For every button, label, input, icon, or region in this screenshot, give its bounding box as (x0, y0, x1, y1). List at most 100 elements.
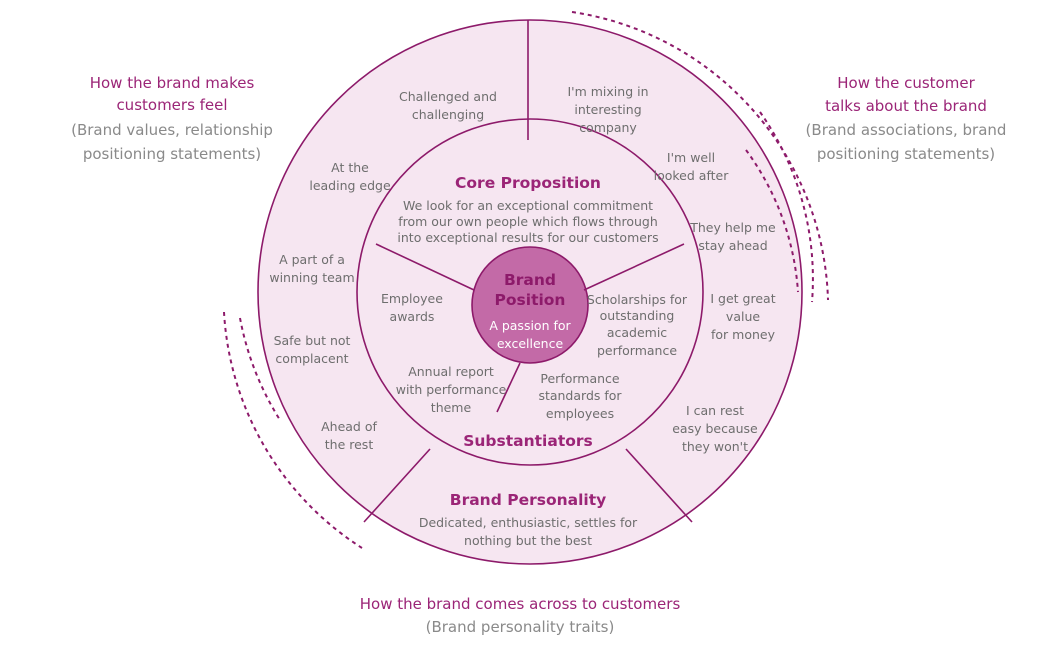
value-line: Annual report (408, 364, 494, 379)
svg-text:Scholarships for: Scholarships for (587, 292, 688, 307)
value-line: Dedicated, enthusiastic, settles for (419, 515, 638, 530)
value-line: Ahead of (321, 419, 377, 434)
brand-personality: Brand Personality Dedicated, enthusiasti… (419, 491, 638, 548)
value-line: performance (597, 343, 677, 358)
svg-text:performance: performance (597, 343, 677, 358)
svg-text:Challenged and: Challenged and (399, 89, 497, 104)
svg-text:standards for: standards for (538, 388, 622, 403)
value-line: looked after (654, 168, 730, 183)
value-line: interesting (574, 102, 641, 117)
svg-text:Brand Personality: Brand Personality (450, 491, 606, 509)
svg-text:interesting: interesting (574, 102, 641, 117)
svg-text:(Brand associations, brand: (Brand associations, brand (806, 121, 1007, 139)
value-line: standards for (538, 388, 622, 403)
svg-text:theme: theme (431, 400, 472, 415)
core-proposition-title: Core Proposition (455, 174, 601, 192)
caption-top-left: How the brand makes customers feel (Bran… (71, 74, 273, 163)
substantiators-title: Substantiators (463, 432, 593, 450)
substantiators: Employee awards Scholarships for outstan… (381, 291, 688, 450)
svg-text:How the brand comes across to: How the brand comes across to customers (360, 595, 681, 613)
svg-text:Dedicated, enthusiastic, settl: Dedicated, enthusiastic, settles for (419, 515, 638, 530)
dashed-arc-bottom-left-middle (239, 317, 281, 421)
svg-text:A passion for: A passion for (489, 318, 571, 333)
svg-text:awards: awards (390, 309, 435, 324)
svg-text:Performance: Performance (540, 371, 620, 386)
svg-text:positioning statements): positioning statements) (83, 145, 261, 163)
value-line: employees (546, 406, 614, 421)
svg-text:A part of a: A part of a (279, 252, 345, 267)
brand-position-sub: excellence (497, 336, 564, 351)
svg-text:they won't: they won't (682, 439, 748, 454)
value-line: Performance (540, 371, 620, 386)
value-line: We look for an exceptional commitment (403, 198, 653, 213)
value-line: Scholarships for (587, 292, 688, 307)
value-line: I'm well (667, 150, 715, 165)
svg-text:Substantiators: Substantiators (463, 432, 593, 450)
value-line: for money (711, 327, 776, 342)
svg-text:Ahead of: Ahead of (321, 419, 377, 434)
caption-line: positioning statements) (83, 145, 261, 163)
svg-text:Employee: Employee (381, 291, 443, 306)
brand-position: Brand Position A passion for excellence (489, 271, 571, 351)
value-line: with performance (396, 382, 507, 397)
svg-text:looked after: looked after (654, 168, 730, 183)
outer-right-items: I'm mixing in interesting company I'm we… (567, 84, 776, 454)
svg-text:winning team: winning team (269, 270, 354, 285)
value-line: At the (331, 160, 369, 175)
svg-text:employees: employees (546, 406, 614, 421)
svg-text:company: company (579, 120, 637, 135)
value-line: Safe but not (274, 333, 351, 348)
caption-line: positioning statements) (817, 145, 995, 163)
outer-left-items: Challenged and challenging At the leadin… (269, 89, 497, 452)
divider-bottom-left (363, 448, 431, 523)
caption-line: (Brand values, relationship (71, 121, 273, 139)
dashed-arc-top-right-inner (745, 149, 799, 293)
svg-text:easy because: easy because (672, 421, 758, 436)
svg-text:complacent: complacent (275, 351, 348, 366)
dashed-arc-top-right-outer (571, 11, 829, 301)
value-line: A part of a (279, 252, 345, 267)
svg-text:leading edge: leading edge (309, 178, 391, 193)
svg-text:They help me: They help me (689, 220, 776, 235)
svg-text:Annual report: Annual report (408, 364, 494, 379)
svg-text:Safe but not: Safe but not (274, 333, 351, 348)
value-line: outstanding (600, 308, 675, 323)
svg-text:I'm mixing in: I'm mixing in (567, 84, 648, 99)
svg-text:stay ahead: stay ahead (698, 238, 767, 253)
svg-text:I get great: I get great (710, 291, 775, 306)
svg-text:customers feel: customers feel (116, 96, 227, 114)
svg-text:I can rest: I can rest (686, 403, 744, 418)
caption-line: talks about the brand (825, 97, 987, 115)
caption-line: How the customer (837, 74, 975, 92)
svg-text:I'm well: I'm well (667, 150, 715, 165)
svg-text:How the brand makes: How the brand makes (90, 74, 255, 92)
caption-line: (Brand personality traits) (426, 618, 615, 636)
svg-text:Core Proposition: Core Proposition (455, 174, 601, 192)
value-line: they won't (682, 439, 748, 454)
brand-position-sub: A passion for (489, 318, 571, 333)
value-line: winning team (269, 270, 354, 285)
caption-line: customers feel (116, 96, 227, 114)
brand-position-title: Position (495, 291, 566, 309)
svg-text:the rest: the rest (325, 437, 374, 452)
svg-text:outstanding: outstanding (600, 308, 675, 323)
svg-text:positioning statements): positioning statements) (817, 145, 995, 163)
caption-line: How the brand comes across to customers (360, 595, 681, 613)
svg-text:from our own people which flow: from our own people which flows through (398, 214, 658, 229)
svg-text:into exceptional results for o: into exceptional results for our custome… (397, 230, 658, 245)
value-line: easy because (672, 421, 758, 436)
svg-text:talks about the brand: talks about the brand (825, 97, 987, 115)
value-line: I can rest (686, 403, 744, 418)
svg-text:Brand: Brand (504, 271, 556, 289)
divider-bottom-right (625, 448, 693, 523)
svg-text:academic: academic (607, 325, 667, 340)
divider-substantiators (496, 362, 521, 413)
value-line: company (579, 120, 637, 135)
value-line: academic (607, 325, 667, 340)
svg-text:value: value (726, 309, 760, 324)
value-line: Employee (381, 291, 443, 306)
value-line: challenging (412, 107, 484, 122)
value-line: into exceptional results for our custome… (397, 230, 658, 245)
svg-text:Position: Position (495, 291, 566, 309)
